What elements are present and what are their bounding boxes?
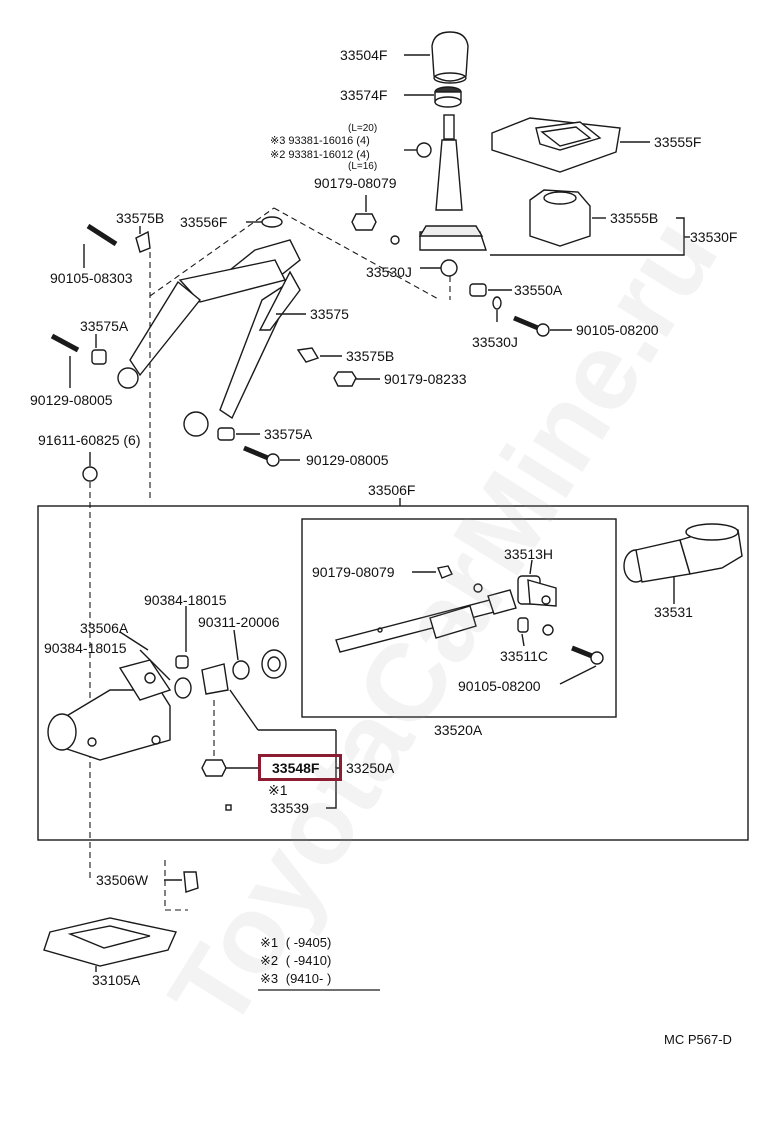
note-3: ※3 (9410- ) — [260, 970, 331, 987]
label-33555B[interactable]: 33555B — [610, 210, 659, 226]
label-33556F[interactable]: 33556F — [180, 214, 228, 230]
label-33550A[interactable]: 33550A — [514, 282, 563, 298]
label-90179-08233[interactable]: 90179-08233 — [384, 371, 467, 387]
label-33105A[interactable]: 33105A — [92, 972, 141, 988]
label-mark1: ※1 — [268, 782, 288, 798]
label-33250A[interactable]: 33250A — [346, 760, 395, 776]
figure-reference: MC P567-D — [664, 1032, 732, 1047]
label-33574F[interactable]: 33574F — [340, 87, 388, 103]
label-33575A-top[interactable]: 33575A — [80, 318, 129, 334]
lever-33513H — [517, 575, 557, 607]
shift-lever — [418, 114, 487, 277]
note-mark: ※1 — [260, 935, 279, 950]
label-l16: (L=16) — [348, 161, 378, 172]
note-mark: ※2 — [260, 953, 279, 968]
label-33506A[interactable]: 33506A — [80, 620, 129, 636]
label-33531[interactable]: 33531 — [654, 604, 693, 620]
label-33555F[interactable]: 33555F — [654, 134, 702, 150]
label-93381-16012[interactable]: ※2 93381-16012 (4) — [270, 149, 370, 161]
plate-33105A — [43, 917, 177, 967]
label-33575B-bottom[interactable]: 33575B — [346, 348, 395, 364]
label-33530J-bottom[interactable]: 33530J — [472, 334, 518, 350]
note-2: ※2 ( -9410) — [260, 952, 331, 969]
label-90129-08005-bottom[interactable]: 90129-08005 — [306, 452, 389, 468]
label-33539[interactable]: 33539 — [270, 800, 309, 816]
boot-33531 — [623, 523, 743, 583]
label-33575A-bottom[interactable]: 33575A — [264, 426, 313, 442]
label-90179-08079-top[interactable]: 90179-08079 — [314, 175, 397, 191]
shift-housing — [47, 659, 172, 761]
label-33575[interactable]: 33575 — [310, 306, 349, 322]
label-33513H[interactable]: 33513H — [504, 546, 554, 562]
label-90129-08005-top[interactable]: 90129-08005 — [30, 392, 113, 408]
assembly-box-33520A — [301, 518, 617, 718]
highlight-box — [258, 754, 342, 781]
cover-33555B — [529, 189, 591, 247]
label-90105-08303[interactable]: 90105-08303 — [50, 270, 133, 286]
label-33530J-top[interactable]: 33530J — [366, 264, 412, 280]
label-33530F[interactable]: 33530F — [690, 229, 738, 245]
label-90105-08200-inner[interactable]: 90105-08200 — [458, 678, 541, 694]
note-range: ( -9410) — [285, 953, 332, 968]
label-33511C[interactable]: 33511C — [500, 648, 549, 664]
label-90311-20006[interactable]: 90311-20006 — [198, 614, 280, 630]
boot-33555F — [491, 117, 621, 173]
label-93381-16016[interactable]: ※3 93381-16016 (4) — [270, 135, 370, 147]
note-mark: ※3 — [260, 971, 279, 986]
note-1: ※1 ( -9405) — [260, 934, 331, 951]
label-90384-18015-bottom[interactable]: 90384-18015 — [44, 640, 127, 656]
shift-boot-ring — [434, 86, 462, 108]
shift-linkage-33575 — [117, 239, 301, 437]
label-l20: (L=20) — [348, 123, 378, 134]
shift-shaft — [335, 589, 517, 653]
label-33506F[interactable]: 33506F — [368, 482, 416, 498]
label-33548F[interactable]: 33548F — [272, 760, 320, 776]
shift-knob — [431, 31, 469, 84]
label-90384-18015-top[interactable]: 90384-18015 — [144, 592, 227, 608]
label-33520A[interactable]: 33520A — [434, 722, 483, 738]
note-range: (9410- ) — [285, 971, 332, 986]
note-range: ( -9405) — [285, 935, 332, 950]
label-90179-08079-inner[interactable]: 90179-08079 — [312, 564, 395, 580]
label-33504F[interactable]: 33504F — [340, 47, 388, 63]
label-90105-08200-top[interactable]: 90105-08200 — [576, 322, 659, 338]
assembly-box-33506F — [37, 505, 749, 841]
label-33575B-top[interactable]: 33575B — [116, 210, 165, 226]
label-33506W[interactable]: 33506W — [96, 872, 149, 888]
label-91611-60825[interactable]: 91611-60825 (6) — [38, 432, 141, 448]
